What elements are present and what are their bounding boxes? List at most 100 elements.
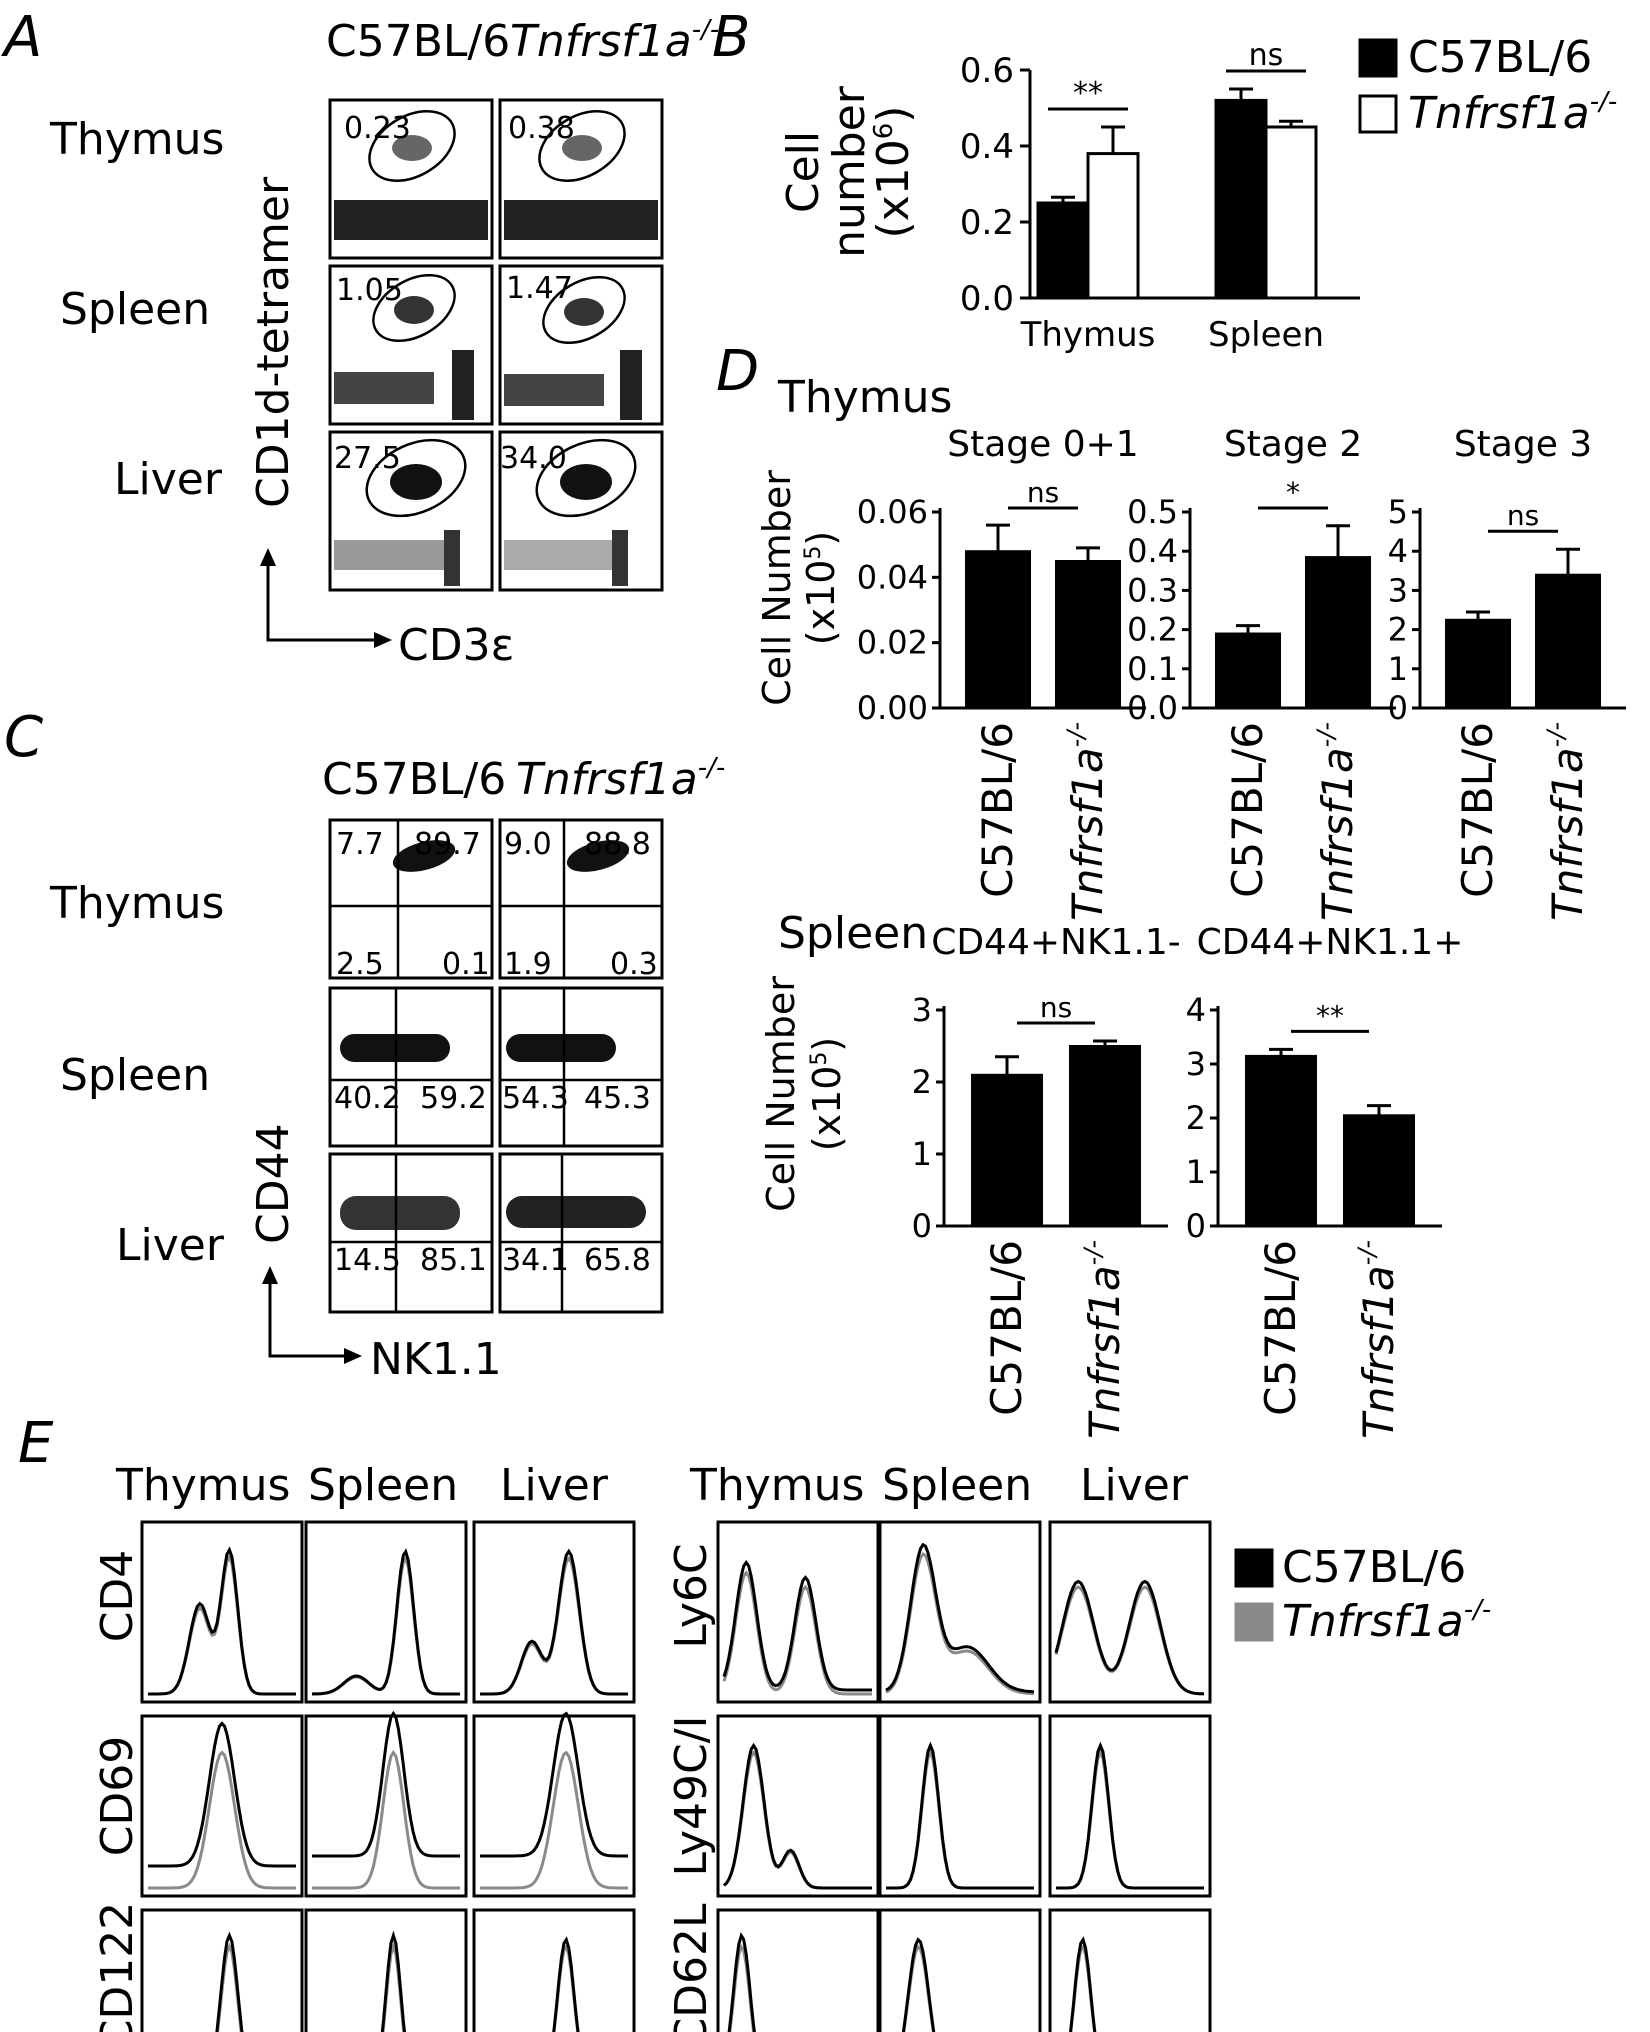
flow-c-spleen-wt-left: 40.2 xyxy=(334,1081,401,1116)
panel-a-xlabel: CD3ε xyxy=(398,620,514,671)
panel-e-histograms xyxy=(140,1520,1212,2032)
chart-b-xtick-label: Thymus xyxy=(1020,315,1156,355)
panel-c-ylabel: CD44 xyxy=(248,1123,299,1244)
chart-d-thymus-2-ytick-label: 0.0 xyxy=(1127,689,1178,727)
flow-c-thymus-wt-q3: 2.5 xyxy=(336,947,384,982)
panel-a-col-wt: C57BL/6 xyxy=(326,16,510,67)
panel-e-row-cd62l: CD62L xyxy=(666,1903,717,2032)
panel-d-spleen-ylabel-1: Cell Number xyxy=(759,976,803,1212)
panel-a-row-thymus: Thymus xyxy=(49,114,224,165)
hist-right-r2-c2-frame xyxy=(878,1714,1042,1898)
panel-a-col-ko: Tnfrsf1a-/- xyxy=(510,15,719,67)
flow-c-thymus-wt-q4: 0.1 xyxy=(442,947,490,982)
chart-b-bar xyxy=(1214,98,1268,300)
chart-d-spleen-1-xtick-label: Tnfrsf1a-/- xyxy=(1079,1240,1129,1439)
flow-c-liver-wt-left: 14.5 xyxy=(334,1243,401,1278)
flow-a-liver-ko-pct: 34.0 xyxy=(500,441,567,476)
panel-c-col-wt: C57BL/6 xyxy=(322,754,506,805)
panel-e-left-col-1: Thymus xyxy=(115,1460,290,1511)
chart-d-thymus-3-ytick-label: 3 xyxy=(1388,571,1408,609)
flow-c-thymus-ko-q3: 1.9 xyxy=(504,947,552,982)
hist-right-r2-c2-wt-trace xyxy=(886,1741,1034,1890)
legend-e-ko-label: Tnfrsf1a-/- xyxy=(1282,1595,1491,1647)
chart-d-thymus-3-ytick-label: 0 xyxy=(1388,689,1408,727)
panel-e-row-cd69: CD69 xyxy=(92,1736,143,1857)
panel-b-letter: B xyxy=(712,5,750,70)
chart-b-xtick-label: Spleen xyxy=(1208,315,1324,355)
chart-d-spleen-2-xtick-label: C57BL/6 xyxy=(1256,1240,1305,1416)
flow-a-liver-wt-pct: 27.5 xyxy=(334,441,401,476)
hist-left-r1-c1-wt-trace xyxy=(148,1546,296,1696)
hist-right-r3-c3-wt-trace xyxy=(1068,1936,1097,2032)
chart-d-thymus-3-xtick-label: C57BL/6 xyxy=(1453,722,1502,898)
panel-c-row-thymus: Thymus xyxy=(49,878,224,929)
panel-e-left-col-3: Liver xyxy=(500,1460,609,1511)
chart-d-thymus-2-bar xyxy=(1305,556,1371,710)
panel-e: Thymus Spleen Liver Thymus Spleen Liver … xyxy=(92,1460,1491,2032)
chart-b-ytick-label: 0.6 xyxy=(960,51,1014,91)
chart-d-thymus-1-sig-label: ns xyxy=(1027,476,1059,509)
flow-a-thymus-wt-pct: 0.23 xyxy=(344,111,411,146)
chart-d-spleen-1-ytick-label: 1 xyxy=(912,1135,932,1173)
chart-b-sig-label: ** xyxy=(1073,76,1103,111)
flow-a-spleen-wt: 1.05 xyxy=(328,264,494,426)
legend-b-ko-swatch xyxy=(1358,94,1398,134)
chart-b-ticks: 0.00.20.40.6 xyxy=(960,51,1030,319)
flow-a-spleen-ko-pct: 1.47 xyxy=(506,271,573,306)
chart-d-thymus-1-xtick-label: Tnfrsf1a-/- xyxy=(1062,722,1112,921)
chart-d-spleen-1-bar xyxy=(1069,1045,1141,1227)
chart-b-bars: Thymus ** Spleen ns xyxy=(1020,38,1324,355)
hist-right-r1-c2-frame xyxy=(878,1520,1042,1704)
flow-a-thymus-ko-pct: 0.38 xyxy=(508,111,575,146)
chart-d-spleen-2-ytick-label: 2 xyxy=(1186,1099,1206,1137)
chart-b-ylabel-3: (x106) xyxy=(868,106,919,239)
flow-a-spleen-ko: 1.47 xyxy=(498,264,664,426)
hist-right-r2-c3-frame xyxy=(1048,1714,1212,1898)
chart-d-thymus-2-ytick-label: 0.2 xyxy=(1127,611,1178,649)
chart-b-sig-label: ns xyxy=(1249,38,1284,73)
hist-left-r2-c1-frame xyxy=(140,1714,304,1898)
hist-left-r3-c1-wt-trace xyxy=(215,1931,244,2032)
chart-d-spleen-1-title: CD44+NK1.1- xyxy=(931,922,1181,963)
panel-c-axis-arrow xyxy=(268,1278,350,1358)
chart-d-thymus-2-ytick-label: 0.3 xyxy=(1127,571,1178,609)
panel-d-letter: D xyxy=(716,339,759,404)
panel-a-row-liver: Liver xyxy=(114,454,223,505)
legend-e-wt-label: C57BL/6 xyxy=(1282,1542,1466,1593)
flow-c-liver-wt-right: 85.1 xyxy=(420,1243,487,1278)
flow-c-spleen-ko: 54.3 45.3 xyxy=(498,986,664,1148)
chart-b-ytick-label: 0.4 xyxy=(960,127,1014,167)
chart-d-thymus-3-bar xyxy=(1445,618,1511,709)
chart-d-spleen-1-sig-label: ns xyxy=(1040,991,1072,1024)
panel-e-right-col-1: Thymus xyxy=(689,1460,864,1511)
panel-d-thymus-title: Thymus xyxy=(777,372,952,423)
hist-left-r2-c3-wt-trace xyxy=(480,1711,628,1858)
panel-a-axis-arrow xyxy=(266,560,380,642)
legend-b-wt-label: C57BL/6 xyxy=(1408,32,1592,83)
hist-right-r3-c2-frame xyxy=(878,1908,1042,2032)
chart-d-spleen-1-ytick-label: 0 xyxy=(912,1207,932,1245)
chart-d-spleen-1-ytick-label: 3 xyxy=(912,991,932,1029)
flow-a-thymus-ko: 0.38 xyxy=(498,98,664,260)
chart-d-thymus-2-ytick-label: 0.4 xyxy=(1127,532,1178,570)
panel-a-arrowhead-right xyxy=(374,632,392,648)
hist-left-r2-c2-wt-trace xyxy=(312,1710,460,1858)
chart-d-thymus-1-ytick-label: 0.00 xyxy=(857,689,928,727)
flow-c-liver-ko-right: 65.8 xyxy=(584,1243,651,1278)
chart-d-thymus-2-ytick-label: 0.1 xyxy=(1127,650,1178,688)
flow-c-thymus-ko: 9.0 88.8 1.9 0.3 xyxy=(498,818,664,982)
flow-a-thymus-wt: 0.23 xyxy=(328,98,494,260)
chart-d-thymus-3-title: Stage 3 xyxy=(1454,424,1592,465)
hist-right-r3-c1-frame xyxy=(716,1908,880,2032)
chart-b-bar xyxy=(1264,125,1318,300)
panel-e-row-ly6c: Ly6C xyxy=(666,1543,717,1648)
chart-d-spleen-1-xtick-label: C57BL/6 xyxy=(982,1240,1031,1416)
flow-c-thymus-wt-q1: 7.7 xyxy=(336,827,384,862)
chart-d-spleen-2-ytick-label: 4 xyxy=(1186,991,1206,1029)
flow-a-spleen-wt-pct: 1.05 xyxy=(336,273,403,308)
panel-d-thymus-ylabel-2: (x105) xyxy=(799,531,843,646)
flow-c-spleen-ko-right: 45.3 xyxy=(584,1081,651,1116)
